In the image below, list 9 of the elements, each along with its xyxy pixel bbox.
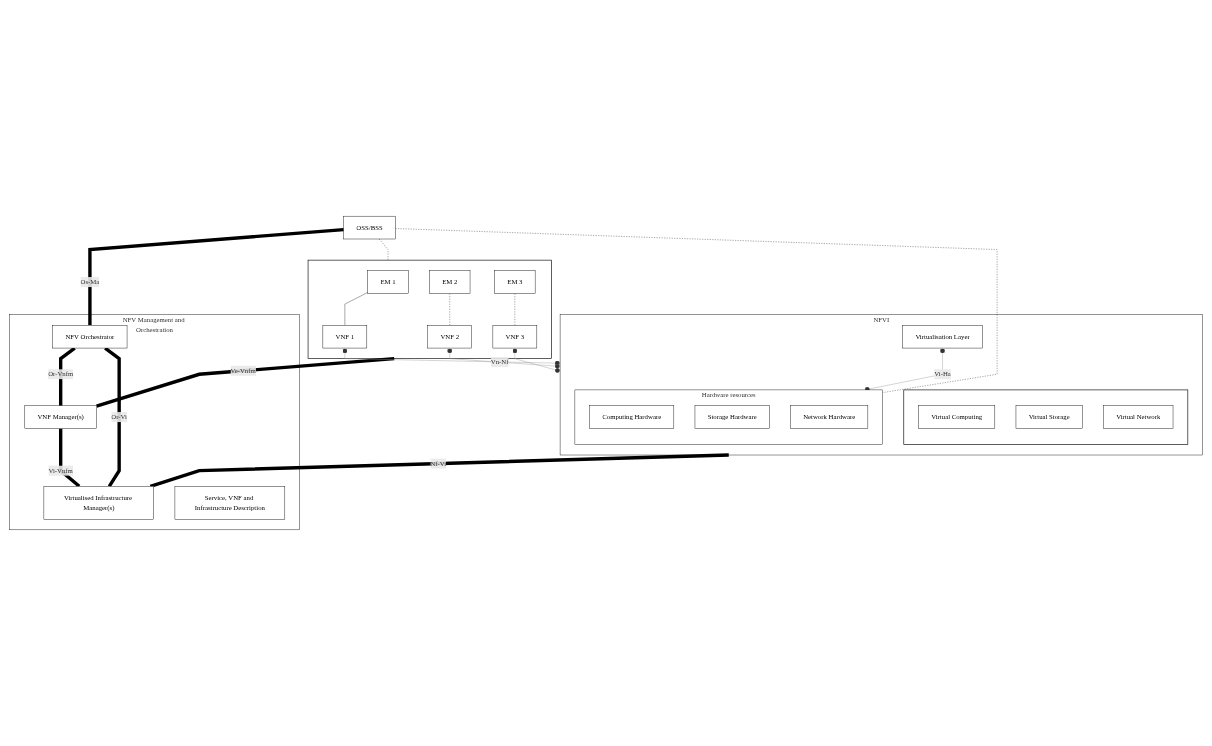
connector: [96, 356, 395, 408]
connector: [449, 293, 450, 326]
connector: [59, 428, 81, 488]
connector: [344, 292, 368, 326]
connector: [514, 293, 516, 326]
connector: [88, 227, 344, 326]
cluster: [307, 259, 552, 359]
cluster: [903, 389, 1189, 445]
connector: [149, 453, 729, 488]
